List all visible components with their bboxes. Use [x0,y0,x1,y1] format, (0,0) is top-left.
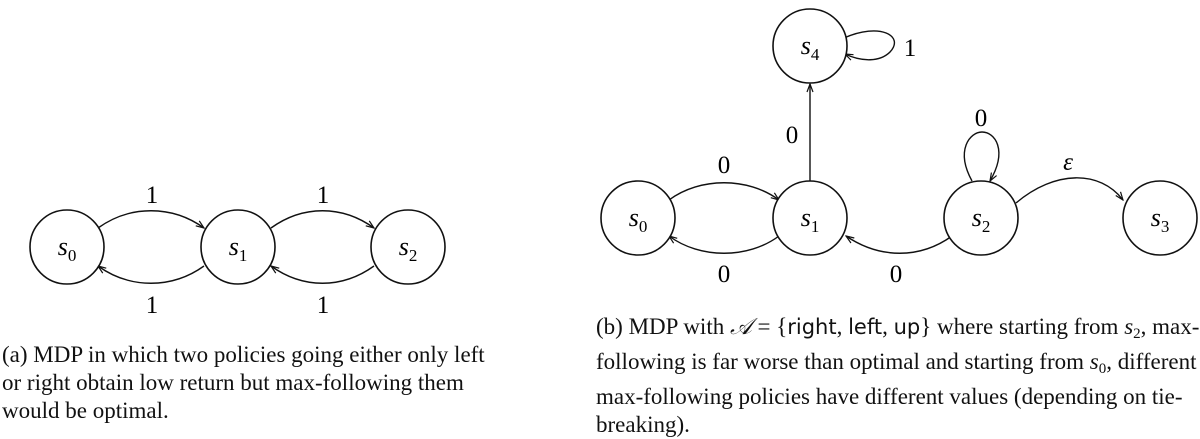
edge-a-s2-s1 [271,266,375,284]
node-b-s2: s2 [943,180,1019,256]
caption-b-comma2: , [882,314,894,339]
svg-text:s1: s1 [801,203,820,236]
svg-text:s1: s1 [229,232,248,265]
caption-b-part1: (b) MDP with [596,314,730,339]
edge-a-s1-s0 [98,266,205,284]
diagram-a: 1 1 1 1 s0 s1 s2 [29,182,446,319]
edge-b-s4-loop [844,30,896,60]
action-right: right [787,315,837,339]
edge-b-s2-s3 [1015,177,1123,204]
action-left: left [848,315,883,339]
action-up: up [893,315,921,339]
caption-b-close: } [920,314,932,339]
edge-label-b-s0-s1: 0 [718,152,731,179]
state-s0-ref: s0 [1089,349,1107,377]
caption-b-part4: , different max-following policies have … [596,349,1197,437]
caption-b-comma1: , [836,314,849,339]
svg-text:s4: s4 [801,31,820,64]
node-b-s4: s4 [772,8,848,84]
node-a-s0: s0 [29,209,105,285]
edge-label-b-s2-s1: 0 [890,261,903,288]
svg-text:s2: s2 [399,232,418,265]
edge-a-s0-s1 [97,210,204,228]
svg-text:s0: s0 [629,203,648,236]
caption-b-eq: = { [751,314,788,339]
caption-a: (a) MDP in which two policies going eith… [2,342,485,423]
edge-label-a-s1-s2: 1 [317,182,330,209]
edge-label-b-s2-s3: ε [1063,149,1073,176]
edge-label-a-s1-s0: 1 [146,292,159,319]
edge-label-b-s1-s0: 0 [718,261,731,288]
edge-label-b-s1-s4: 0 [786,122,799,149]
caption-b-part3: , max-following is far worse than optima… [596,314,1200,374]
edge-b-s2-loop [963,131,1000,181]
edge-b-s2-s1 [846,236,953,254]
svg-text:s2: s2 [972,203,991,236]
edge-b-s0-s1 [668,182,779,200]
state-s2-ref: s2 [1124,314,1141,342]
edge-label-b-s2-loop: 0 [975,105,988,132]
node-b-s1: s1 [772,180,848,256]
node-b-s3: s3 [1122,180,1198,256]
diagram-b: 0 0 0 1 0 0 ε s0 s1 s2 s3 s4 [600,8,1198,288]
svg-text:s0: s0 [58,232,77,265]
edge-b-s1-s0 [669,236,780,254]
edge-label-a-s0-s1: 1 [146,182,159,209]
edge-label-a-s2-s1: 1 [317,292,330,319]
edge-a-s1-s2 [270,210,374,228]
svg-text:s3: s3 [1151,203,1170,236]
edge-label-b-s4-loop: 1 [904,35,917,62]
node-a-s1: s1 [200,209,276,285]
caption-b-part2: where starting from [931,314,1125,339]
caption-b: (b) MDP with 𝒜 = {right, left, up} where… [596,313,1200,439]
action-set-symbol: 𝒜 [729,314,752,340]
node-b-s0: s0 [600,180,676,256]
node-a-s2: s2 [370,209,446,285]
